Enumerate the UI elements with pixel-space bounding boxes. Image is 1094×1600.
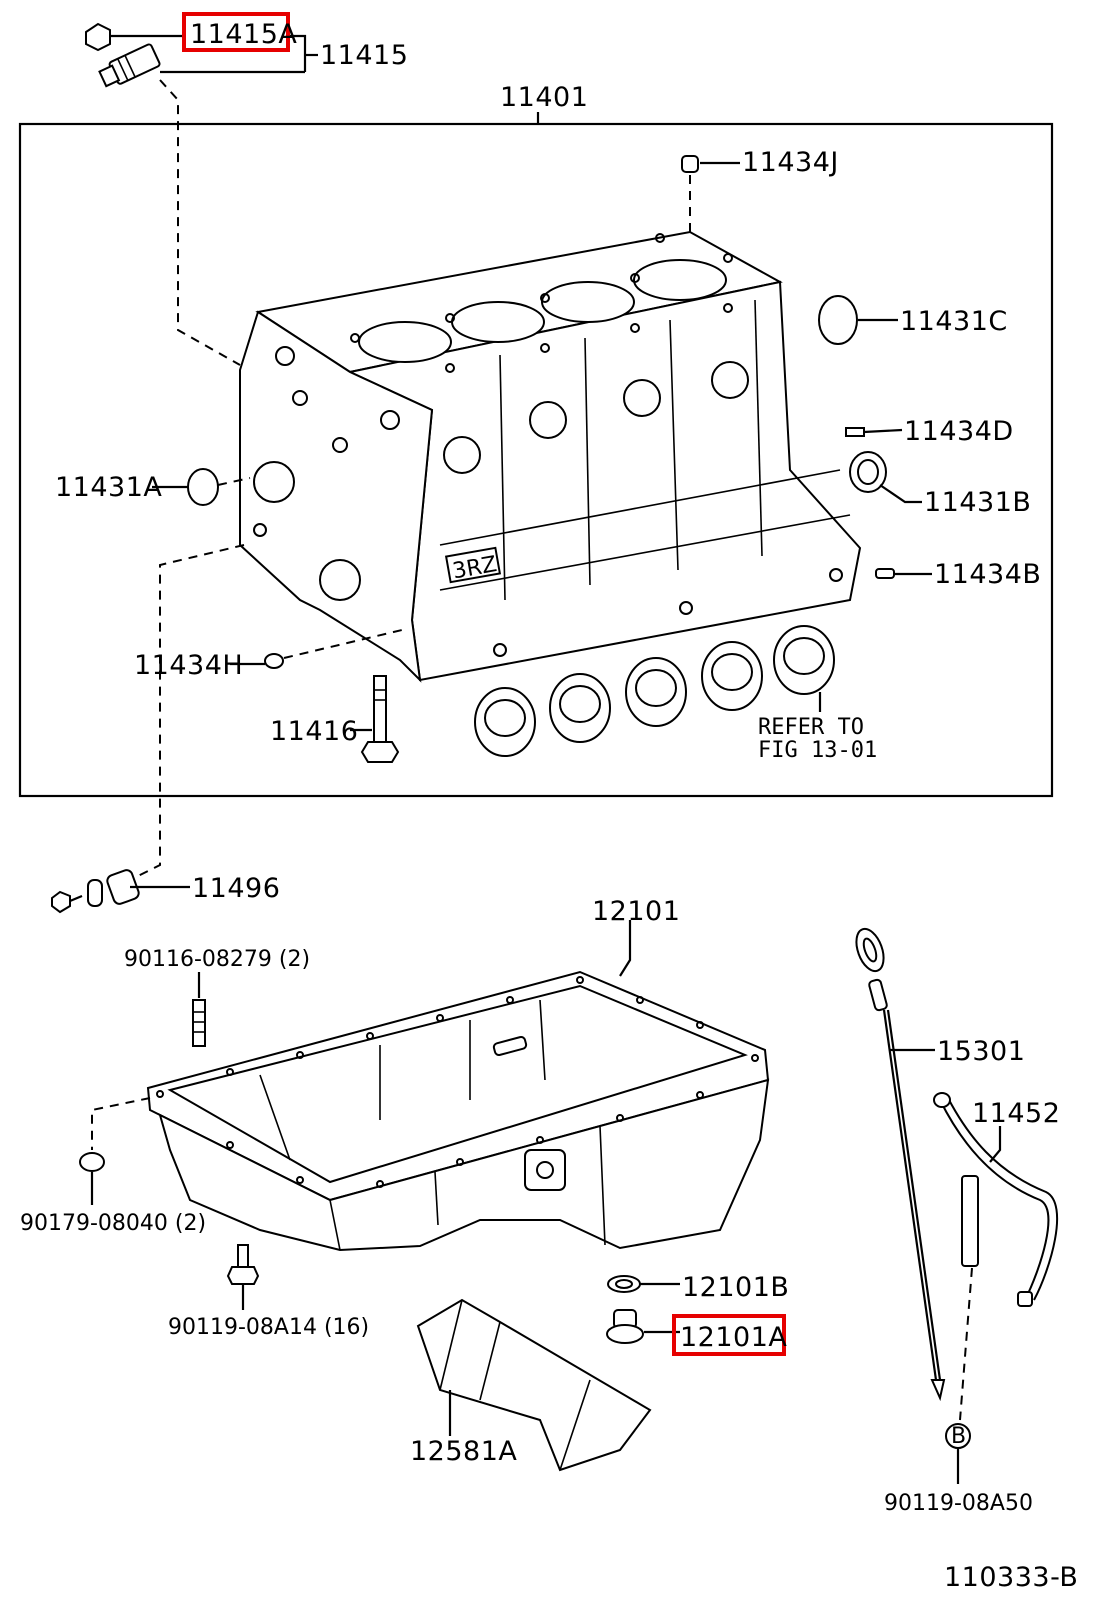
label-11431B[interactable]: 11431B bbox=[924, 487, 1031, 518]
label-11496[interactable]: 11496 bbox=[192, 873, 280, 904]
block-ribs bbox=[439, 299, 851, 601]
part-11434B-pin bbox=[875, 568, 895, 579]
label-11431A[interactable]: 11431A bbox=[55, 472, 162, 503]
cylinder-bore-3 bbox=[541, 281, 635, 323]
label-90116-08279[interactable]: 90116-08279 (2) bbox=[124, 947, 310, 972]
part-11415-assembly bbox=[85, 22, 318, 366]
oil-pan-drawing bbox=[146, 970, 770, 1252]
part-11452-guide bbox=[933, 1092, 1059, 1307]
part-11431C-plug bbox=[818, 295, 858, 345]
part-12581A-baffle bbox=[416, 1298, 652, 1472]
highlight-box-12101A bbox=[672, 1314, 786, 1356]
label-11434H[interactable]: 11434H bbox=[134, 650, 243, 681]
label-11415A[interactable]: 11415A bbox=[190, 19, 297, 50]
label-90179-08040[interactable]: 90179-08040 (2) bbox=[20, 1211, 206, 1236]
label-11452[interactable]: 11452 bbox=[972, 1098, 1060, 1129]
refer-line-1[interactable]: REFER TO bbox=[758, 715, 864, 740]
label-12101[interactable]: 12101 bbox=[592, 896, 680, 927]
main-bearing-set bbox=[474, 625, 835, 757]
label-12101B[interactable]: 12101B bbox=[682, 1272, 789, 1303]
cylinder-block-drawing: 3RZ bbox=[239, 230, 862, 683]
part-11415A-switch bbox=[85, 22, 111, 52]
part-90179-nut bbox=[79, 1152, 105, 1172]
part-15301-dipstick bbox=[855, 927, 946, 1402]
label-11434B[interactable]: 11434B bbox=[934, 559, 1041, 590]
part-11434J-plug bbox=[681, 155, 699, 173]
cylinder-bore-1 bbox=[358, 321, 452, 363]
label-11401[interactable]: 11401 bbox=[500, 82, 588, 113]
part-90116-stud bbox=[192, 999, 206, 1047]
label-90119-08A50[interactable]: 90119-08A50 bbox=[884, 1491, 1033, 1516]
figure-id: 110333-B bbox=[944, 1562, 1078, 1593]
part-11434D-pin bbox=[845, 427, 865, 437]
cylinder-bore-2 bbox=[451, 301, 545, 343]
label-11416[interactable]: 11416 bbox=[270, 716, 358, 747]
label-12101A[interactable]: 12101A bbox=[680, 1322, 787, 1353]
part-11415-sender bbox=[98, 43, 161, 88]
label-15301[interactable]: 15301 bbox=[937, 1036, 1025, 1067]
oil-pan-body bbox=[158, 1078, 770, 1252]
label-11431C[interactable]: 11431C bbox=[900, 306, 1008, 337]
block-front-face bbox=[239, 310, 434, 683]
label-11415[interactable]: 11415 bbox=[320, 40, 408, 71]
reference-circle-B-label: B bbox=[951, 1424, 966, 1449]
part-11431A-plug bbox=[187, 468, 219, 506]
deck-bolt-holes bbox=[350, 233, 733, 373]
label-90119-08A14[interactable]: 90119-08A14 (16) bbox=[168, 1315, 369, 1340]
part-90119-08A14-bolt bbox=[226, 1244, 260, 1285]
part-12101A-drain-plug bbox=[606, 1309, 644, 1344]
cylinder-bore-4 bbox=[633, 259, 727, 301]
label-11434J[interactable]: 11434J bbox=[742, 147, 839, 178]
highlight-box-11415A bbox=[182, 12, 290, 52]
refer-line-2[interactable]: FIG 13-01 bbox=[758, 738, 877, 763]
part-11431B-plug bbox=[849, 451, 887, 493]
cylinder-block-frame bbox=[18, 122, 1054, 798]
label-12581A[interactable]: 12581A bbox=[410, 1436, 517, 1467]
part-11496-plate bbox=[51, 869, 140, 914]
part-12101B-gasket bbox=[607, 1275, 641, 1293]
oil-pan-bolt-holes bbox=[156, 976, 759, 1188]
part-11416-bolt bbox=[360, 675, 400, 763]
part-11434H-plug bbox=[264, 653, 284, 669]
label-11434D[interactable]: 11434D bbox=[904, 416, 1014, 447]
